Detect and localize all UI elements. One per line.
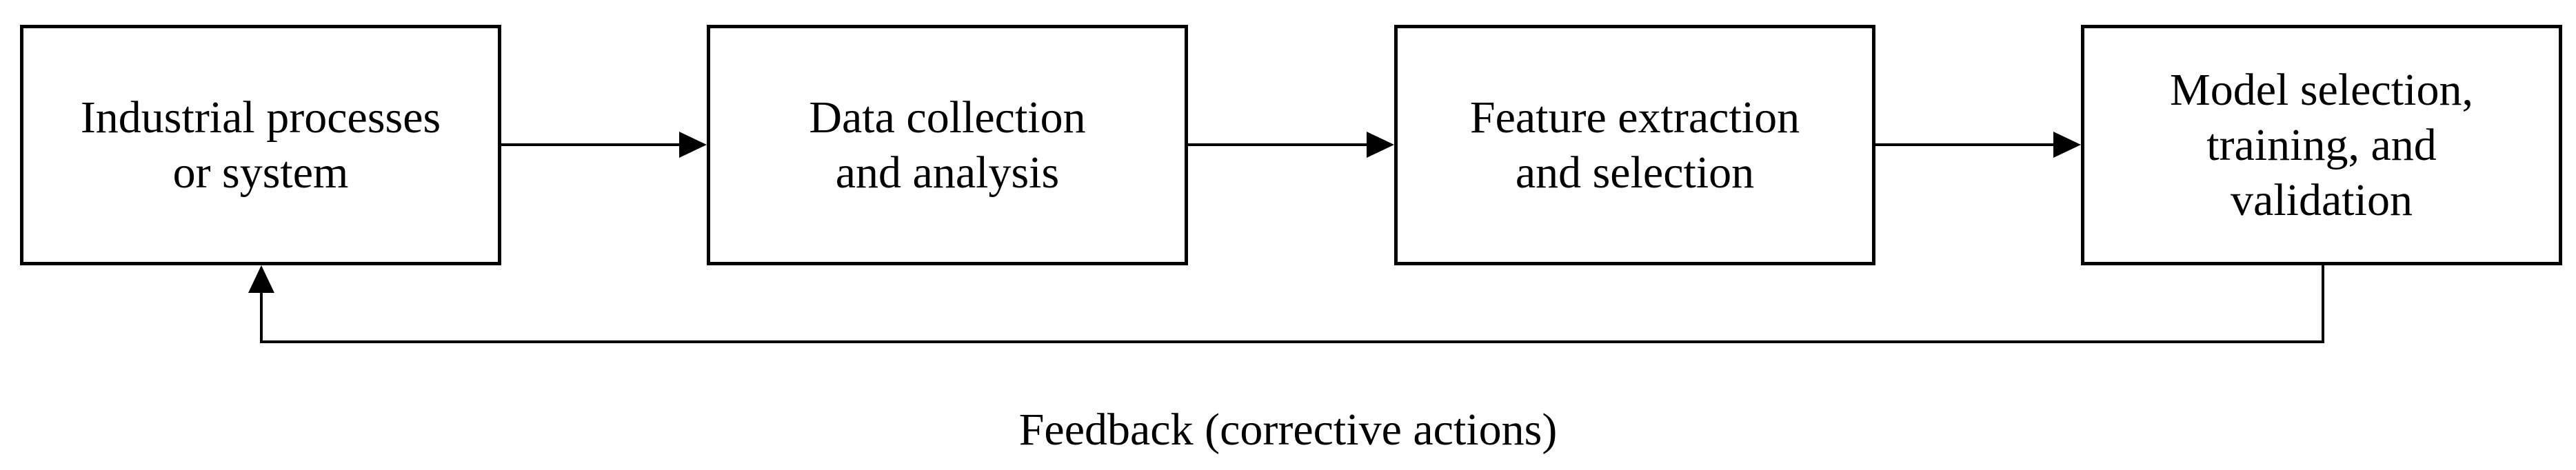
node-label-data-collection: Data collection and analysis bbox=[809, 92, 1086, 198]
node-model-selection: Model selection, training, and validatio… bbox=[2081, 25, 2562, 265]
feedback-arrowhead bbox=[248, 265, 274, 293]
arrowhead-process-to-data bbox=[679, 132, 707, 158]
node-feature-extraction: Feature extraction and selection bbox=[1394, 25, 1875, 265]
node-industrial-processes: Industrial processes or system bbox=[20, 25, 501, 265]
arrowhead-data-to-feature bbox=[1367, 132, 1394, 158]
node-label-feature-extraction: Feature extraction and selection bbox=[1469, 92, 1800, 198]
arrowhead-feature-to-model bbox=[2053, 132, 2081, 158]
feedback-loop-line bbox=[260, 265, 2324, 343]
feedback-label: Feedback (corrective actions) bbox=[1018, 405, 1558, 455]
node-label-model-selection: Model selection, training, and validatio… bbox=[2170, 64, 2473, 225]
node-data-collection: Data collection and analysis bbox=[707, 25, 1188, 265]
node-label-industrial-processes: Industrial processes or system bbox=[80, 92, 441, 198]
